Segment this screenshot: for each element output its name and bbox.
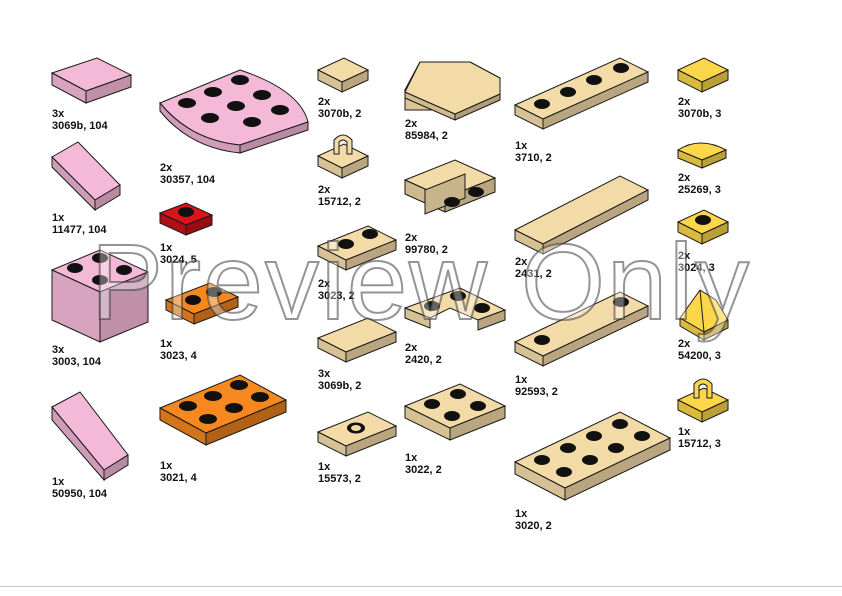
page-bottom-rule [0, 586, 842, 587]
